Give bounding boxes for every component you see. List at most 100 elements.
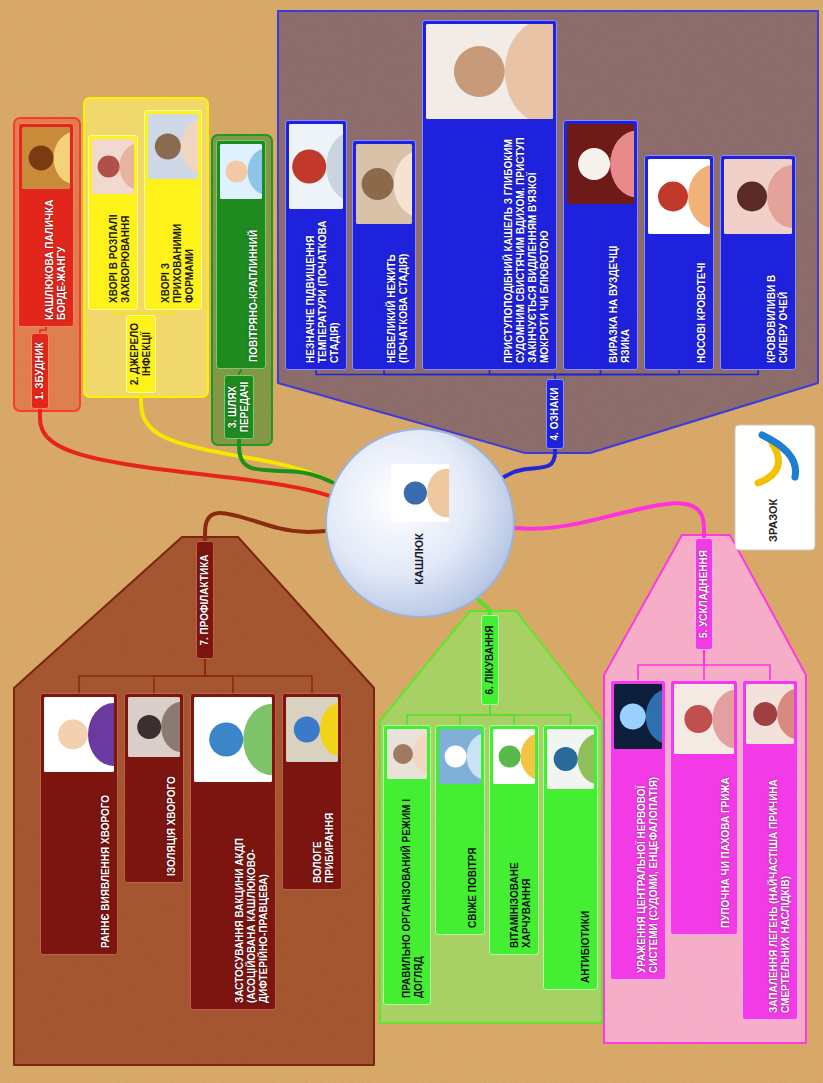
node-text: ПРАВИЛЬНО ОРГАНІЗОВАНИЙ РЕЖИМ І ДОГЛЯД bbox=[401, 788, 425, 998]
photo-figure bbox=[161, 702, 180, 752]
branch-label: 5. УСКЛАДНЕННЯ bbox=[695, 538, 713, 650]
node-text: ВИРАЗКА НА ВУЗДЕЧЦІ ЯЗИКА bbox=[608, 213, 632, 363]
photo-figure bbox=[505, 24, 553, 119]
photo-icon bbox=[493, 729, 535, 784]
topic-box: ЗАСТОСУВАННЯ ВАКЦИНИ АКДП (АСОЦІЙОВАНА К… bbox=[190, 693, 276, 1010]
photo-figure bbox=[753, 702, 777, 726]
text-column: ПУПОЧНА ЧИ ПАХОВА ГРИЖА bbox=[671, 757, 737, 934]
topic-box: ВІТАМІНІЗОВАНЕ ХАРЧУВАННЯ bbox=[489, 725, 539, 955]
photo-figure bbox=[646, 689, 662, 744]
text-column: ПОВІТРЯНО-КРАПЛИННИЙ bbox=[217, 202, 265, 368]
photo-icon bbox=[44, 697, 114, 772]
photo-drawing bbox=[426, 24, 553, 119]
photo-figure bbox=[712, 690, 734, 749]
photo-figure bbox=[120, 143, 134, 189]
topic-box: ІЗОЛЯЦІЯ ХВОРОГО bbox=[124, 693, 184, 883]
node-text: ЗАСТОСУВАННЯ ВАКЦИНИ АКДП (АСОЦІЙОВАНА К… bbox=[234, 791, 270, 1003]
photo-figure bbox=[658, 182, 688, 212]
node-text: НЕЗНАЧНЕ ПІДВИЩЕННЯ ТЕМПЕРАТУРИ (ПОЧАТКО… bbox=[305, 218, 341, 363]
photo-icon bbox=[439, 729, 481, 784]
photo-figure bbox=[404, 482, 427, 505]
photo-icon bbox=[567, 124, 634, 204]
photo-icon bbox=[387, 729, 427, 779]
photo-drawing bbox=[391, 464, 449, 522]
branch-label: 7. ПРОФІЛАКТИКА bbox=[196, 541, 214, 659]
text-column: РАННЄ ВИЯВЛЕННЯ ХВОРОГО bbox=[41, 775, 117, 954]
photo-figure bbox=[248, 148, 262, 194]
node-text: ПРИСТУПОПОДІБНИЙ КАШЕЛЬ З ГЛИБОКИМ СУДОМ… bbox=[503, 128, 551, 363]
branch-connector bbox=[407, 705, 490, 725]
photo-drawing bbox=[128, 697, 180, 757]
logo-swoosh bbox=[762, 435, 796, 477]
logo-badge bbox=[735, 425, 815, 550]
photo-figure bbox=[620, 704, 646, 730]
node-text: ПОВІТРЯНО-КРАПЛИННИЙ bbox=[248, 208, 260, 362]
photo-icon bbox=[614, 684, 662, 749]
photo-figure bbox=[610, 130, 634, 197]
node-text: 1. ЗБУДНИК bbox=[34, 337, 46, 405]
text-column: СВІЖЕ ПОВІТРЯ bbox=[436, 787, 484, 934]
node-text: 7. ПРОФІЛАКТИКА bbox=[199, 545, 211, 655]
photo-drawing bbox=[674, 684, 734, 754]
photo-figure bbox=[88, 703, 114, 766]
text-column: УРАЖЕННЯ ЦЕНТРАЛЬНОЇ НЕРВОВОЇ СИСТЕМИ (С… bbox=[611, 752, 665, 979]
photo-figure bbox=[467, 733, 481, 779]
branch-connector bbox=[460, 705, 490, 725]
topic-box: АНТИБІОТИКИ bbox=[543, 725, 598, 990]
photo-figure bbox=[292, 150, 326, 184]
branch-label: 6. ЛІКУВАННЯ bbox=[481, 615, 499, 705]
photo-figure bbox=[427, 469, 449, 518]
branch-connector bbox=[704, 650, 770, 680]
photo-figure bbox=[413, 733, 427, 775]
topic-box: ВИРАЗКА НА ВУЗДЕЧЦІ ЯЗИКА bbox=[563, 120, 638, 370]
branch-connector bbox=[79, 659, 205, 693]
node-text: ВІТАМІНІЗОВАНЕ ХАРЧУВАННЯ bbox=[509, 793, 533, 948]
node-text: НОСОВІ КРОВОТЕЧІ bbox=[696, 243, 708, 363]
photo-drawing bbox=[289, 124, 343, 209]
topic-box: УРАЖЕННЯ ЦЕНТРАЛЬНОЇ НЕРВОВОЇ СИСТЕМИ (С… bbox=[610, 680, 666, 980]
photo-figure bbox=[29, 146, 54, 171]
branch-panel bbox=[604, 535, 806, 1043]
photo-figure bbox=[226, 161, 248, 183]
photo-figure bbox=[53, 132, 70, 184]
photo-figure bbox=[578, 148, 610, 180]
photo-figure bbox=[155, 134, 181, 160]
text-column: ЗАСТОСУВАННЯ ВАКЦИНИ АКДП (АСОЦІЙОВАНА К… bbox=[191, 785, 275, 1009]
branch-connector bbox=[384, 370, 555, 379]
photo-drawing bbox=[746, 684, 794, 744]
photo-icon bbox=[391, 464, 449, 522]
topic-circle: КАШЛЮК bbox=[325, 428, 515, 618]
photo-icon bbox=[148, 114, 198, 179]
branch-connector bbox=[316, 370, 555, 379]
text-column: КАШЛЮКОВА ПАЛИЧКА БОРДЕ-ЖАНГУ bbox=[19, 192, 73, 326]
branch-panel bbox=[380, 611, 602, 1023]
branch-connector bbox=[478, 599, 490, 615]
node-text: АНТИБІОТИКИ bbox=[580, 798, 592, 983]
branch-connector bbox=[239, 439, 334, 483]
topic-box: ЗАПАЛЕННЯ ЛЕГЕНЬ (НАЙЧАСТІША ПРИЧИНА СМЕ… bbox=[742, 680, 798, 1020]
node-text: УРАЖЕННЯ ЦЕНТРАЛЬНОЇ НЕРВОВОЇ СИСТЕМИ (С… bbox=[636, 758, 660, 973]
node-text: ЗАПАЛЕННЯ ЛЕГЕНЬ (НАЙЧАСТІША ПРИЧИНА СМЕ… bbox=[768, 753, 792, 1013]
photo-drawing bbox=[493, 729, 535, 784]
node-text: 4. ОЗНАКИ bbox=[549, 383, 561, 445]
photo-figure bbox=[294, 717, 320, 743]
branch-panel bbox=[14, 537, 374, 1065]
logo-swoosh bbox=[758, 443, 778, 483]
node-text: ІЗОЛЯЦІЯ ХВОРОГО bbox=[166, 766, 178, 876]
photo-drawing bbox=[92, 139, 134, 194]
text-column: НОСОВІ КРОВОТЕЧІ bbox=[645, 237, 713, 369]
node-text: КАШЛЮК bbox=[413, 533, 426, 585]
topic-box: ПРАВИЛЬНО ОРГАНІЗОВАНИЙ РЕЖИМ І ДОГЛЯД bbox=[383, 725, 431, 1005]
topic-box: НЕЗНАЧНЕ ПІДВИЩЕННЯ ТЕМПЕРАТУРИ (ПОЧАТКО… bbox=[285, 120, 347, 370]
photo-drawing bbox=[724, 159, 792, 234]
node-text: НЕВЕЛИКИЙ НЕЖИТЬ (ПОЧАТКОВА СТАДІЯ) bbox=[386, 233, 410, 363]
branch-connector bbox=[205, 659, 312, 693]
text-column: НЕЗНАЧНЕ ПІДВИЩЕННЯ ТЕМПЕРАТУРИ (ПОЧАТКО… bbox=[286, 212, 346, 369]
topic-box: ПОВІТРЯНО-КРАПЛИННИЙ bbox=[216, 140, 266, 369]
logo-box bbox=[735, 425, 815, 550]
node-text: ВОЛОГЕ ПРИБИРАННЯ bbox=[312, 771, 336, 883]
photo-figure bbox=[454, 46, 505, 97]
photo-drawing bbox=[567, 124, 634, 204]
photo-icon bbox=[289, 124, 343, 209]
